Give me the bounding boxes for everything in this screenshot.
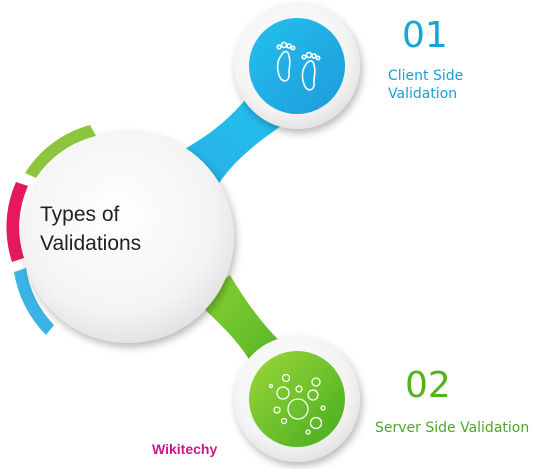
bubbles-icon xyxy=(268,373,326,435)
top-circle-inner xyxy=(249,18,345,114)
footprints-icon xyxy=(276,41,321,91)
main-circle xyxy=(22,131,234,343)
item-label-server: Server Side Validation xyxy=(375,420,530,436)
brand-watermark: Wikitechy xyxy=(152,441,218,457)
arc-blue xyxy=(14,268,54,335)
item-label-client: Client Side Validation xyxy=(388,68,464,102)
diagram-title: Types of Validations xyxy=(40,203,142,255)
arc-pink xyxy=(6,182,28,262)
item-number-01: 01 xyxy=(402,15,448,56)
arc-green xyxy=(25,125,96,178)
item-number-02: 02 xyxy=(405,365,451,406)
